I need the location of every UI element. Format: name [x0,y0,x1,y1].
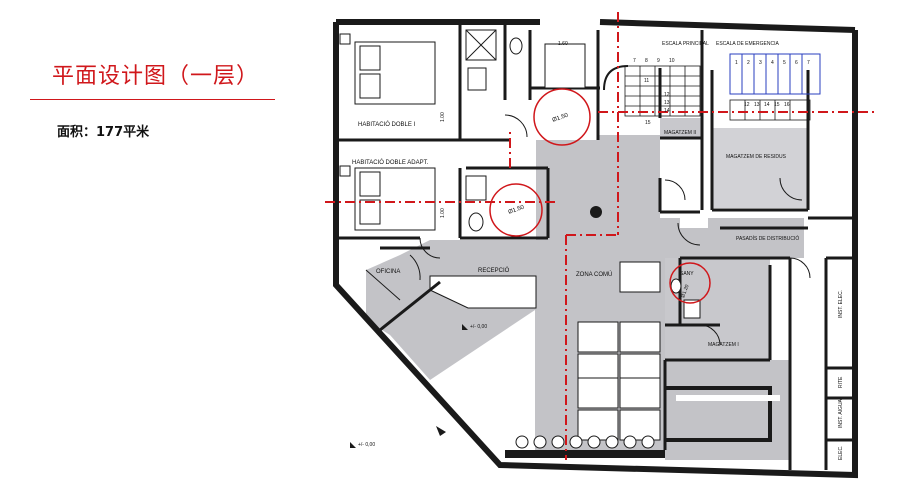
room-magatzem-2: MAGATZEM II [664,130,696,136]
stair-step-number: 15 [645,120,651,126]
stair-step-number: 3 [759,60,762,66]
door-swings [409,114,811,346]
axis-lines [325,12,875,460]
stair-step-number: 16 [784,102,790,108]
room-magatzem-residus: MAGATZEM DE RESIDUS [726,154,787,160]
column [590,206,602,218]
level-label-b: +/- 0,00 [358,442,375,448]
title-divider [30,99,275,100]
stools [515,435,655,449]
stair-step-number: 2 [747,60,750,66]
level-label-a: +/- 0,00 [470,324,487,330]
stair-step-number: 13 [754,102,760,108]
passage-floor [708,218,804,258]
room-rite: RITE [838,376,844,388]
dim-turn-150-a: Ø1.50 [552,112,570,123]
reception-counter [429,275,537,309]
room-elec: ELEC. [838,446,844,460]
stair-step-number: 12 [744,102,750,108]
emergency-stair [729,53,821,95]
storage-2-floor [660,118,702,138]
dim-turn-150-b: Ø1.50 [508,204,526,215]
storage-floor [665,258,770,360]
area-label: 面积：177平米 [57,125,150,140]
room-inst-aigua: INST. AIGUA [838,398,844,428]
level-marker-b [350,442,356,448]
room-sany: SANY [680,271,694,277]
entrance-marker [436,426,446,436]
stair-step-number: 8 [645,58,648,64]
stair-step-number: 10 [669,58,675,64]
stair-step-number: 14 [664,108,670,114]
principal-stair-steps: 7 8 9 10 11 12 13 14 15 [633,58,675,126]
emergency-stair-steps-top: 1 2 3 4 5 6 7 [735,60,810,66]
page-title: 平面设计图（一层） [52,64,260,89]
dim-turn-120: Ø1.20 [680,284,690,299]
room-habitacio-doble-adapt: HABITACIÓ DOBLE ADAPT. [352,159,429,166]
stair-step-number: 7 [633,58,636,64]
dim-height-100-a: 1.00 [440,112,446,122]
bathroom-fixtures [465,29,701,319]
emergency-stair-steps-bottom: 12 13 14 15 16 [744,102,790,108]
stair-step-number: 12 [664,92,670,98]
room-pasadis: PASADÍS DE DISTRIBUCIÓ [736,235,799,242]
principal-stair [603,65,701,117]
stair-step-number: 4 [771,60,774,66]
emergency-stair-lower [729,99,811,121]
dim-width-160: 1.60 [558,41,568,47]
stair-step-number: 13 [664,100,670,106]
dining-tables [577,261,661,441]
level-marker-a [462,324,468,330]
dim-height-100-b: 1.00 [440,208,446,218]
room-recepcio: RECEPCIÓ [478,267,510,274]
waste-storage-floor [712,128,808,208]
room-escala-emergencia: ESCALA DE EMERGENCIA [716,41,779,47]
room-escala-principal: ESCALA PRINCIPAL [662,41,709,47]
long-counter [665,386,772,442]
stair-step-number: 6 [795,60,798,66]
stair-step-number: 1 [735,60,738,66]
stair-step-number: 5 [783,60,786,66]
corridor-floor [665,360,790,460]
room-magatzem-1: MAGATZEM I [708,342,739,348]
stair-step-number: 7 [807,60,810,66]
room-oficina: OFICINA [376,269,400,275]
stair-step-number: 9 [657,58,660,64]
room-zona-comu: ZONA COMÚ [576,271,612,278]
room-habitacio-doble-1: HABITACIÓ DOBLE I [358,121,416,128]
beds [339,33,436,231]
turning-circles [489,88,711,304]
stair-step-number: 11 [644,78,649,84]
room-inst-elec: INST. ELEC. [838,290,844,318]
stair-step-number: 15 [774,102,780,108]
inner-walls [338,22,855,470]
stair-step-number: 14 [764,102,770,108]
